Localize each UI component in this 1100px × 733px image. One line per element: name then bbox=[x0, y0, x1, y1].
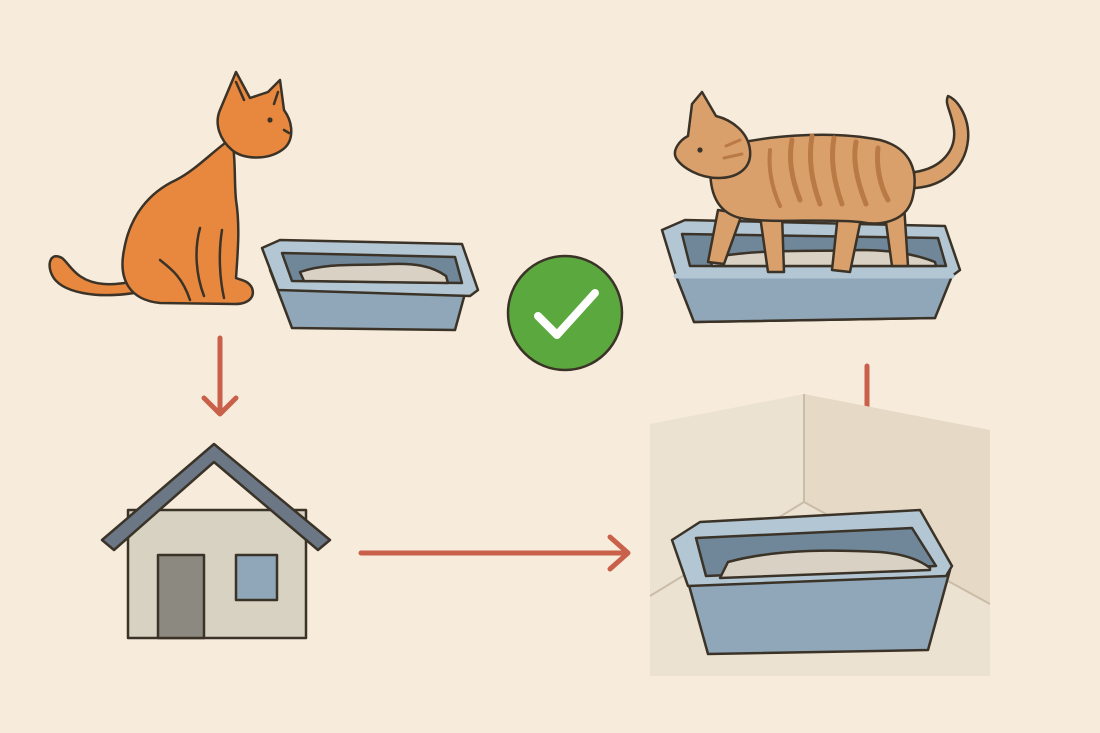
corner-litter-box-icon bbox=[670, 508, 954, 656]
orange-cat-sitting-icon bbox=[48, 70, 293, 306]
house-door bbox=[156, 553, 206, 640]
litter-box-in-corner-icon bbox=[649, 394, 991, 676]
house-window bbox=[234, 553, 279, 602]
tabby-cat-in-box-icon bbox=[660, 90, 970, 324]
right-arrow-icon bbox=[358, 534, 631, 572]
litter-box-icon bbox=[260, 238, 480, 332]
down-arrow-left-icon bbox=[201, 335, 239, 417]
house-icon bbox=[100, 442, 332, 640]
check-icon bbox=[506, 254, 624, 372]
